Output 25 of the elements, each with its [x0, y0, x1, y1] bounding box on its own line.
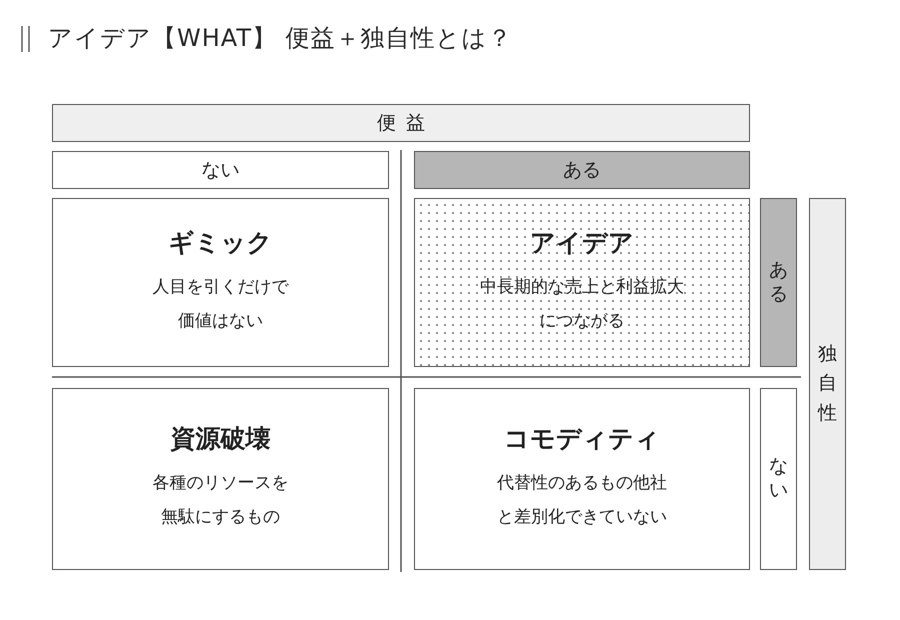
- column-header-label: ない: [202, 158, 240, 182]
- row-header: [760, 388, 797, 570]
- quadrant-title: アイデア: [530, 228, 634, 258]
- quadrant-title: ギミック: [168, 228, 272, 258]
- axis-header-label: 独自性: [818, 342, 837, 426]
- header-label: 便益: [377, 112, 435, 134]
- title: アイデア【WHAT】 便益＋独自性とは？: [48, 23, 513, 54]
- quadrant-title: コモディティ: [504, 424, 660, 454]
- quadrant-description: 人目を引くだけで価値はない: [152, 276, 288, 332]
- quadrant-panel: [414, 388, 750, 570]
- quadrant-description: 中長期的な売上と利益拡大につながる: [480, 276, 684, 332]
- quadrant-title: 資源破壊: [170, 424, 270, 454]
- quadrant-description: 代替性のあるもの他社と差別化できていない: [497, 472, 667, 529]
- quadrant-panel: [414, 198, 750, 367]
- column-header: [414, 151, 750, 189]
- column-header-label: ある: [563, 158, 601, 182]
- row-header-label: ある: [769, 258, 788, 306]
- column-header: [52, 151, 389, 189]
- row-header-label: ない: [769, 455, 788, 503]
- quadrant-description: 各種のリソースを無駄にするもの: [152, 472, 288, 529]
- quadrant-panel: [52, 388, 389, 570]
- axis-header-bar: [809, 198, 846, 570]
- row-header: [760, 198, 797, 367]
- header-bar: [52, 104, 750, 142]
- quadrant-panel: [52, 198, 389, 367]
